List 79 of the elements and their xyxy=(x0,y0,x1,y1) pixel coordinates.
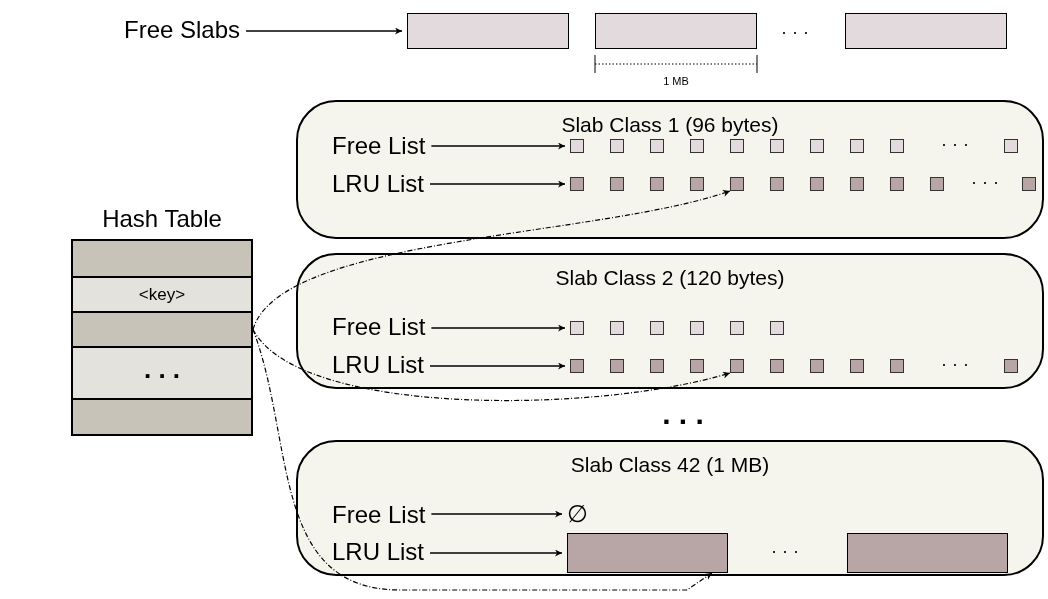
item-block xyxy=(567,533,728,573)
item-square xyxy=(650,177,664,191)
item-square xyxy=(730,321,744,335)
item-square xyxy=(930,177,944,191)
item-square xyxy=(850,359,864,373)
item-square xyxy=(810,177,824,191)
ellipsis: · · · xyxy=(941,133,969,155)
list-label: Free List xyxy=(332,313,426,341)
table-row: . . . xyxy=(71,346,253,400)
slab-class-panel xyxy=(296,253,1044,389)
panel-title: Slab Class 1 (96 bytes) xyxy=(560,112,780,138)
pointer-arrow xyxy=(252,328,731,402)
item-square xyxy=(810,359,824,373)
arrow xyxy=(430,510,563,518)
item-square xyxy=(890,359,904,373)
item-square xyxy=(850,139,864,153)
item-square xyxy=(690,177,704,191)
table-row xyxy=(71,239,253,278)
table-row xyxy=(71,398,253,436)
item-square xyxy=(610,359,624,373)
item-square xyxy=(650,359,664,373)
item-square xyxy=(1004,139,1018,153)
arrow xyxy=(429,362,566,370)
table-row: <key> xyxy=(71,276,253,313)
list-label: Free List xyxy=(332,132,426,160)
empty-set-symbol: ∅ xyxy=(567,500,588,528)
slab-class-panel xyxy=(296,100,1044,239)
item-square xyxy=(570,139,584,153)
table-heading: Hash Table xyxy=(101,204,223,234)
item-square xyxy=(730,359,744,373)
arrow xyxy=(430,142,566,150)
arrow xyxy=(430,324,566,332)
item-square xyxy=(610,139,624,153)
item-square xyxy=(770,321,784,335)
slab-block xyxy=(595,13,757,49)
item-square xyxy=(610,177,624,191)
ellipsis: · · · xyxy=(771,540,799,562)
item-square xyxy=(690,359,704,373)
slab-class-panel xyxy=(296,440,1044,576)
item-square xyxy=(890,177,904,191)
item-block xyxy=(847,533,1008,573)
dimension-label: 1 MB xyxy=(663,75,689,87)
arrow xyxy=(429,180,566,188)
slab-block xyxy=(845,13,1007,49)
slab-block xyxy=(407,13,569,49)
list-label: LRU List xyxy=(332,170,425,198)
ellipsis: . . . xyxy=(662,397,704,431)
panel-title: Slab Class 2 (120 bytes) xyxy=(554,265,786,291)
list-label: Free List xyxy=(332,501,426,529)
item-square xyxy=(570,177,584,191)
item-square xyxy=(650,321,664,335)
item-square xyxy=(690,139,704,153)
item-square xyxy=(570,321,584,335)
item-square xyxy=(730,139,744,153)
item-square xyxy=(650,139,664,153)
arrow xyxy=(429,549,563,557)
item-square xyxy=(850,177,864,191)
pointer-arrow xyxy=(252,189,731,331)
list-label: Free Slabs xyxy=(124,16,241,44)
item-square xyxy=(1022,177,1036,191)
item-square xyxy=(810,139,824,153)
item-square xyxy=(690,321,704,335)
table-row xyxy=(71,311,253,348)
arrow xyxy=(245,27,403,35)
list-label: LRU List xyxy=(332,538,425,566)
ellipsis: · · · xyxy=(941,353,969,375)
item-square xyxy=(730,177,744,191)
item-square xyxy=(770,139,784,153)
item-square xyxy=(1004,359,1018,373)
item-square xyxy=(890,139,904,153)
list-label: LRU List xyxy=(332,351,425,379)
item-square xyxy=(610,321,624,335)
pointer-arrow xyxy=(252,328,713,591)
item-square xyxy=(770,177,784,191)
panel-title: Slab Class 42 (1 MB) xyxy=(569,452,771,478)
item-square xyxy=(570,359,584,373)
ellipsis: · · · xyxy=(781,21,809,43)
ellipsis: · · · xyxy=(971,171,999,193)
item-square xyxy=(770,359,784,373)
